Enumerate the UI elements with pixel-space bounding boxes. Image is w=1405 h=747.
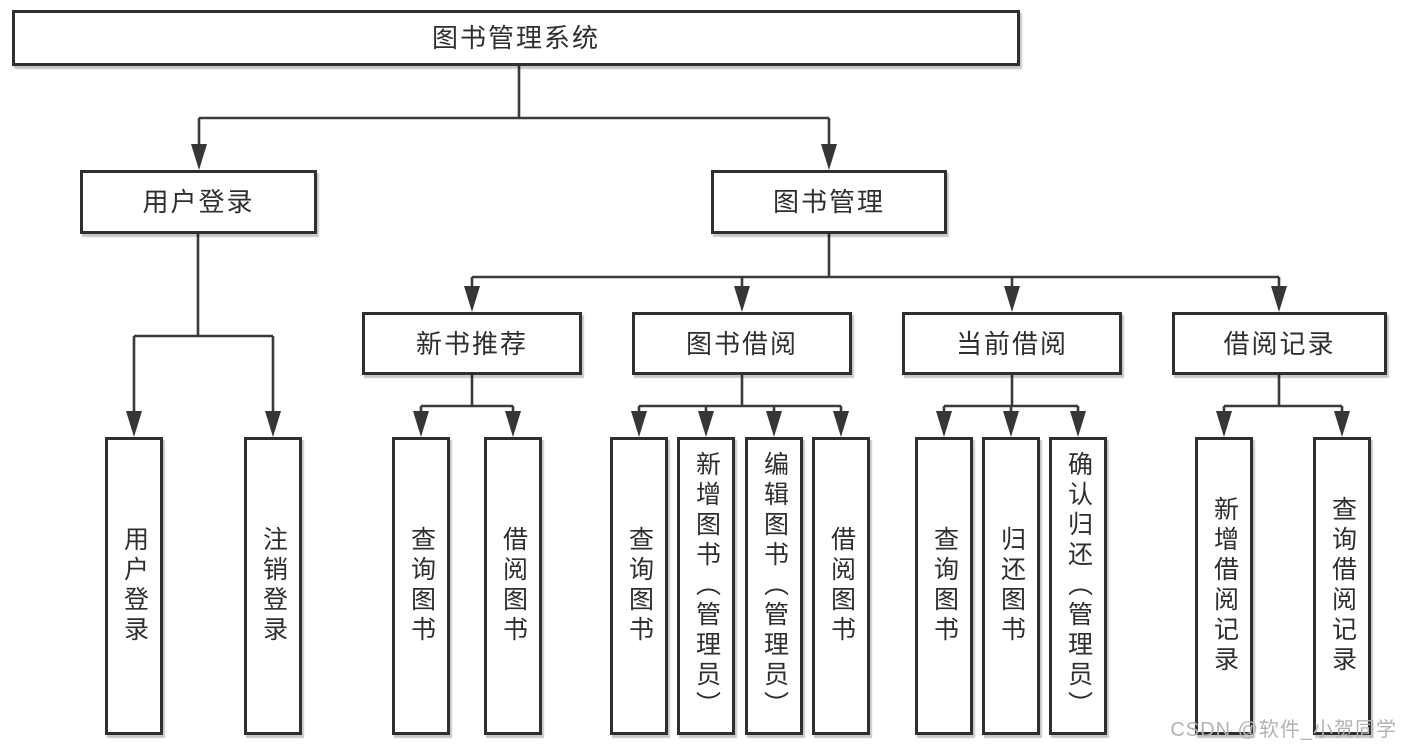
leaf-borrow-books: 借阅图书 <box>812 437 870 735</box>
leaf-edit-books-admin: 编辑图书（管理员） <box>745 437 803 735</box>
node-new-book-recommend: 新书推荐 <box>362 312 582 375</box>
node-label: 新增图书（管理员） <box>692 451 721 721</box>
arrowhead-icons <box>126 144 1350 437</box>
node-label: 新书推荐 <box>415 328 528 359</box>
leaf-add-books-admin: 新增图书（管理员） <box>677 437 735 735</box>
leaf-user-login: 用户登录 <box>105 437 163 735</box>
leaf-query-borrow-record: 查询借阅记录 <box>1313 437 1371 735</box>
leaf-borrow-books-recommend: 借阅图书 <box>484 437 542 735</box>
node-label: 确认归还（管理员） <box>1064 451 1093 721</box>
leaf-return-books: 归还图书 <box>982 437 1040 735</box>
node-label: 编辑图书（管理员） <box>760 451 789 721</box>
node-label: 查询借阅记录 <box>1328 496 1357 676</box>
node-label: 图书管理系统 <box>431 23 600 53</box>
leaf-query-books-current: 查询图书 <box>915 437 973 735</box>
node-label: 新增借阅记录 <box>1210 496 1239 676</box>
node-label: 用户登录 <box>120 526 149 646</box>
node-label: 借阅图书 <box>499 526 528 646</box>
node-label: 图书借阅 <box>685 328 798 359</box>
node-label: 借阅图书 <box>827 526 856 646</box>
node-label: 查询图书 <box>407 526 436 646</box>
node-label: 注销登录 <box>259 526 288 646</box>
node-label: 查询图书 <box>930 526 959 646</box>
leaf-query-books-borrowing: 查询图书 <box>610 437 668 735</box>
leaf-confirm-return-admin: 确认归还（管理员） <box>1049 437 1107 735</box>
leaf-logout: 注销登录 <box>244 437 302 735</box>
node-book-management: 图书管理 <box>711 170 947 234</box>
node-label: 当前借阅 <box>955 328 1068 359</box>
node-label: 归还图书 <box>997 526 1026 646</box>
leaf-query-books-recommend: 查询图书 <box>392 437 450 735</box>
node-label: 查询图书 <box>625 526 654 646</box>
node-user-login: 用户登录 <box>80 170 317 234</box>
node-current-borrowing: 当前借阅 <box>902 312 1122 375</box>
node-label: 图书管理 <box>772 187 885 217</box>
node-label: 用户登录 <box>142 187 255 217</box>
node-library-management-system: 图书管理系统 <box>12 10 1020 66</box>
node-borrowing-records: 借阅记录 <box>1172 312 1387 375</box>
node-book-borrowing: 图书借阅 <box>632 312 852 375</box>
watermark: CSDN @软件_小贺同学 <box>1170 719 1397 741</box>
leaf-add-borrow-record: 新增借阅记录 <box>1195 437 1253 735</box>
node-label: 借阅记录 <box>1223 328 1336 359</box>
